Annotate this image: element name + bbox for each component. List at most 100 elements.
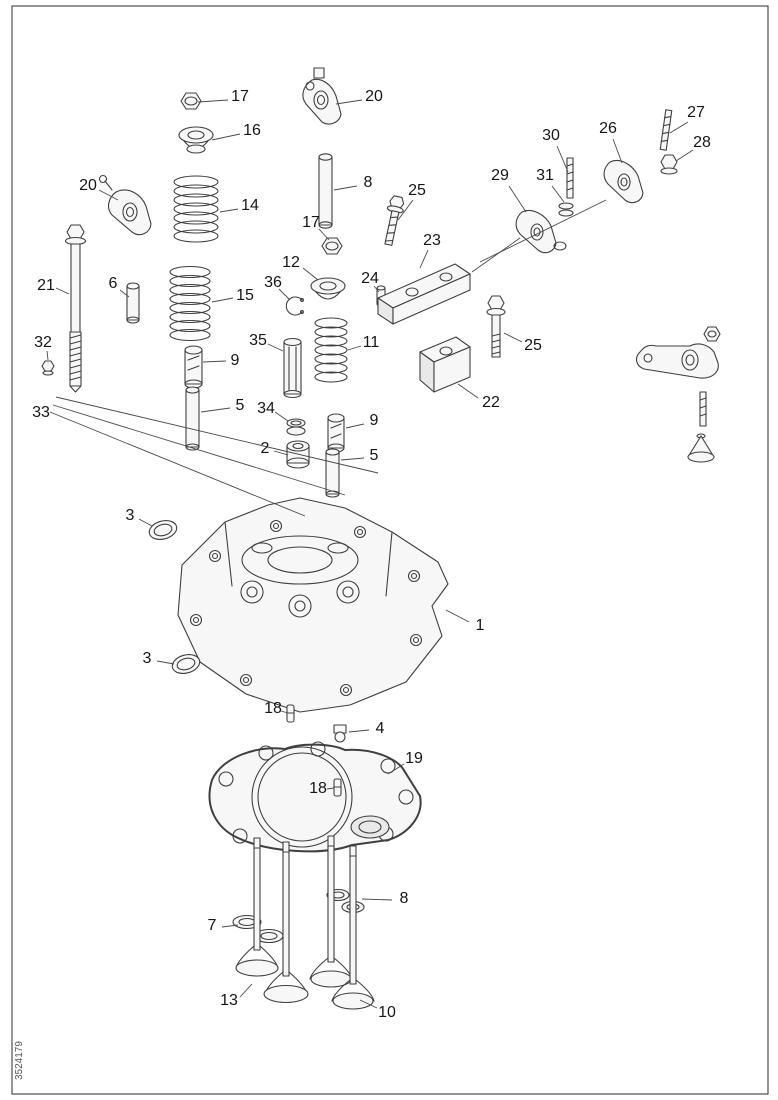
part-spring-retainer-12: [310, 277, 346, 300]
svg-text:15: 15: [236, 287, 254, 304]
callout-3-top: 3: [126, 507, 153, 527]
part-seal-34: [286, 418, 306, 436]
svg-text:13: 13: [220, 992, 238, 1009]
svg-text:19: 19: [405, 750, 423, 767]
part-stud-27: [659, 109, 673, 151]
part-push-tube-8: [318, 153, 333, 229]
doc-number-vertical: 3524179: [14, 1041, 25, 1080]
svg-text:20: 20: [365, 88, 383, 105]
svg-text:10: 10: [378, 1004, 396, 1021]
callout-11: 11: [347, 334, 380, 351]
svg-text:33: 33: [32, 404, 50, 421]
svg-text:25: 25: [524, 337, 542, 354]
svg-text:26: 26: [599, 120, 617, 137]
callout-21: 21: [37, 277, 70, 295]
callout-3-bottom: 3: [143, 650, 175, 667]
callout-17-mid: 17: [302, 214, 330, 241]
callout-17-top: 17: [197, 88, 249, 105]
svg-text:20: 20: [79, 177, 97, 194]
part-rocker-arm-20-left: [98, 174, 152, 236]
svg-text:25: 25: [408, 182, 426, 199]
svg-text:8: 8: [364, 174, 373, 191]
part-tube-5-right: [325, 448, 340, 498]
svg-text:18: 18: [264, 700, 282, 717]
part-valve-spring-15: [169, 265, 211, 342]
svg-text:9: 9: [370, 412, 379, 429]
svg-text:5: 5: [370, 447, 379, 464]
svg-text:30: 30: [542, 127, 560, 144]
part-valves-10: [309, 835, 375, 1010]
callout-18-bottom: 18: [309, 780, 335, 797]
svg-text:31: 31: [536, 167, 554, 184]
callout-23: 23: [419, 232, 441, 269]
callout-33: 33: [32, 396, 379, 517]
part-tappet-9-right: [327, 413, 345, 453]
callout-22: 22: [457, 383, 500, 411]
svg-text:11: 11: [363, 334, 380, 351]
part-valve-guide-35: [283, 337, 302, 399]
part-nut-28: [660, 154, 678, 175]
part-valve-spring-11: [314, 317, 348, 383]
part-bolt-25-right: [486, 295, 506, 358]
callout-19: 19: [387, 750, 423, 775]
part-valves-13: [235, 837, 309, 1004]
svg-text:17: 17: [302, 214, 320, 231]
part-shaft-bracket-23: [377, 263, 471, 325]
assembly-leader-line: [471, 237, 521, 273]
assembly-leader-line: [479, 199, 607, 263]
svg-text:28: 28: [693, 134, 711, 151]
callout-35: 35: [249, 332, 284, 352]
svg-text:17: 17: [231, 88, 249, 105]
part-cylinder-head-1: [177, 497, 449, 713]
callout-36: 36: [264, 274, 291, 301]
part-valve-spring-14: [173, 175, 219, 243]
callout-20-left: 20: [79, 177, 119, 201]
part-dowel-pin-18-bottom: [333, 778, 342, 797]
part-rocker-arm-29: [515, 209, 567, 254]
svg-text:35: 35: [249, 332, 267, 349]
part-rocker-arm-26: [603, 159, 644, 204]
head-bolt-bosses: [189, 519, 423, 697]
callout-8-tube: 8: [333, 174, 373, 191]
part-head-gasket-19: [208, 741, 422, 853]
callout-15: 15: [211, 287, 254, 304]
part-cup-plug-3-bottom: [171, 654, 201, 674]
svg-text:27: 27: [687, 104, 705, 121]
callout-4: 4: [348, 720, 385, 737]
svg-text:1: 1: [476, 617, 485, 634]
svg-text:32: 32: [34, 334, 52, 351]
callout-29: 29: [491, 167, 527, 213]
callout-18-top: 18: [264, 700, 289, 717]
callout-30: 30: [542, 127, 569, 173]
part-tappet-9-left: [184, 345, 203, 389]
callout-14: 14: [219, 197, 259, 214]
callout-26: 26: [599, 120, 623, 164]
part-bolt-21: [64, 224, 87, 393]
svg-text:22: 22: [482, 394, 500, 411]
callout-6: 6: [109, 275, 130, 298]
part-rocker-assembly-right: [635, 326, 721, 463]
callout-13: 13: [220, 983, 253, 1009]
callout-10: 10: [359, 999, 396, 1021]
svg-text:5: 5: [236, 397, 245, 414]
svg-text:18: 18: [309, 780, 327, 797]
callout-31: 31: [536, 167, 565, 203]
callout-9-right: 9: [345, 412, 379, 429]
part-spacer-6: [126, 282, 140, 324]
part-bracket-22: [419, 336, 471, 393]
part-nut-17-top: [180, 92, 202, 110]
part-nut-32: [41, 360, 55, 376]
callout-27: 27: [669, 104, 705, 134]
part-stud-30: [566, 157, 574, 199]
callout-25-top: 25: [397, 182, 426, 221]
svg-text:29: 29: [491, 167, 509, 184]
svg-text:7: 7: [208, 917, 217, 934]
callout-2: 2: [261, 440, 289, 457]
callout-9-left: 9: [202, 352, 240, 369]
callout-16: 16: [211, 122, 261, 141]
part-spring-retainer-16: [178, 126, 214, 154]
part-guide-2: [286, 440, 310, 469]
svg-text:8: 8: [400, 890, 409, 907]
part-dowel-pin-18-top: [286, 704, 295, 723]
